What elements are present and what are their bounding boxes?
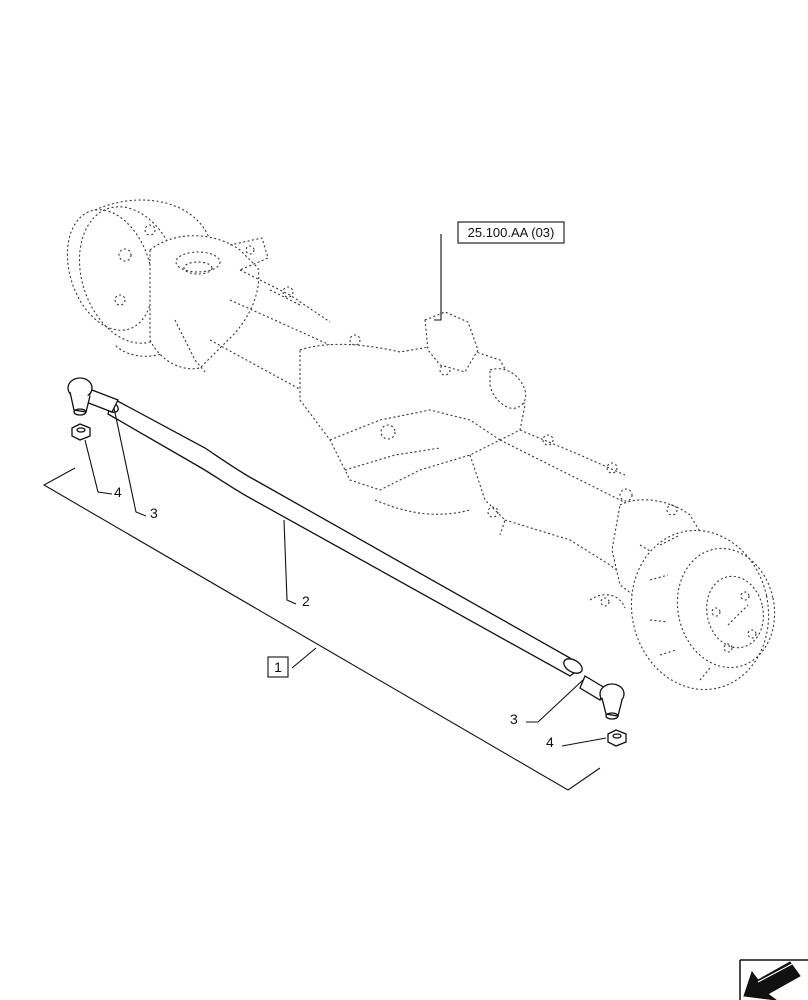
reference-label-text: 25.100.AA (03)	[468, 225, 555, 240]
reference-label[interactable]: 25.100.AA (03)	[457, 221, 565, 244]
callout-4-left: 4	[114, 484, 122, 500]
assembly-bracket	[42, 467, 601, 791]
leader-3-right	[526, 679, 584, 723]
callouts: 1 2 3 4 3 4	[114, 484, 554, 750]
axle-housing-ghost	[66, 199, 776, 691]
center-housing	[299, 311, 527, 536]
leader-4-right	[561, 737, 607, 747]
arrow-left-down-icon[interactable]	[739, 959, 808, 1000]
leader-2	[283, 519, 297, 605]
leader-reference	[434, 234, 442, 321]
leader-3-left	[113, 407, 147, 517]
ball-joint-left	[67, 377, 119, 416]
callout-4-right: 4	[546, 734, 554, 750]
tie-rod-tube	[101, 397, 583, 677]
callout-2: 2	[302, 593, 310, 609]
tie-rod-assembly	[42, 377, 627, 791]
left-knuckle	[149, 235, 269, 373]
nut-right	[607, 729, 627, 747]
callout-1-box	[267, 656, 289, 678]
leader-4-left	[84, 439, 113, 495]
ball-joint-right	[579, 675, 625, 720]
callout-3-left: 3	[150, 505, 158, 521]
leader-lines	[84, 234, 607, 747]
callout-3-right: 3	[510, 711, 518, 727]
leader-1	[291, 647, 317, 669]
nut-left	[71, 423, 91, 441]
callout-1: 1	[274, 659, 282, 675]
right-wheel-hub	[630, 529, 776, 691]
